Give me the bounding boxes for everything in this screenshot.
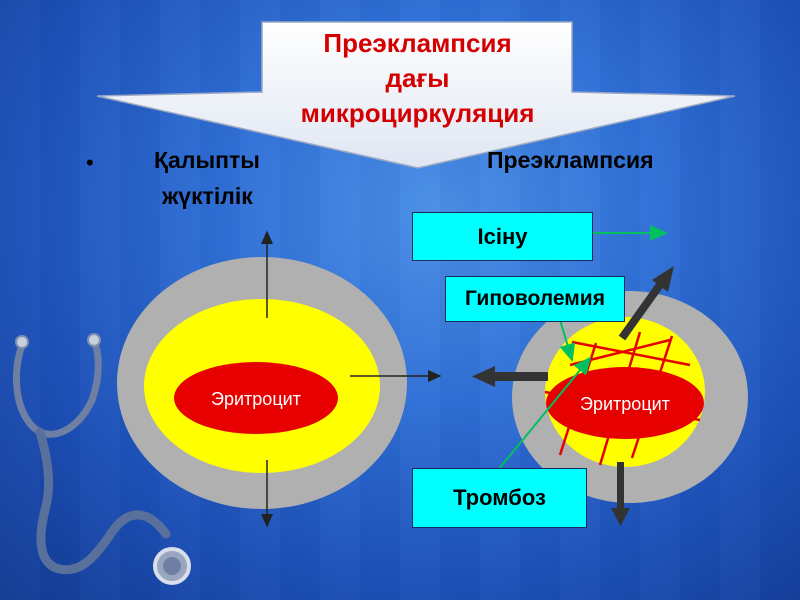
title-line-3: микроциркуляция: [300, 98, 535, 128]
pe-erythrocyte: [546, 367, 704, 439]
title-line-1: Преэклампсия: [323, 28, 512, 58]
normal-vessel-diagram: [117, 230, 442, 528]
preeclampsia-vessel-diagram: [472, 225, 748, 526]
normal-label-line1: Қалыпты: [154, 147, 260, 173]
stethoscope-icon: [13, 333, 191, 585]
hypovolemia-box: Гиповолемия: [445, 276, 625, 322]
thrombosis-box: Тромбоз: [412, 468, 587, 528]
edema-box: Ісіну: [412, 212, 593, 261]
normal-erythrocyte: [174, 362, 338, 434]
title-line-2: дағы: [385, 63, 450, 93]
title-banner: [96, 21, 736, 169]
bullet-marker: •: [86, 150, 94, 175]
thrombosis-green-arrow: [497, 356, 592, 471]
slide-title: Преэклампсия дағы микроциркуляция: [265, 26, 570, 131]
thrombosis-label: Тромбоз: [453, 485, 546, 510]
pe-erythrocyte-label: Эритроцит: [580, 394, 670, 414]
pe-thick-arrow-left: [472, 366, 548, 387]
hypovolemia-green-arrow: [559, 319, 576, 362]
hypovolemia-label: Гиповолемия: [465, 287, 605, 310]
normal-erythrocyte-label: Эритроцит: [211, 389, 301, 409]
pe-thick-arrow-down: [611, 462, 630, 526]
preeclampsia-label: Преэклампсия: [487, 147, 654, 173]
edema-label: Ісіну: [477, 223, 528, 249]
normal-label-line2: жүктілік: [162, 183, 253, 209]
pe-thick-arrow-up-right: [618, 266, 674, 341]
